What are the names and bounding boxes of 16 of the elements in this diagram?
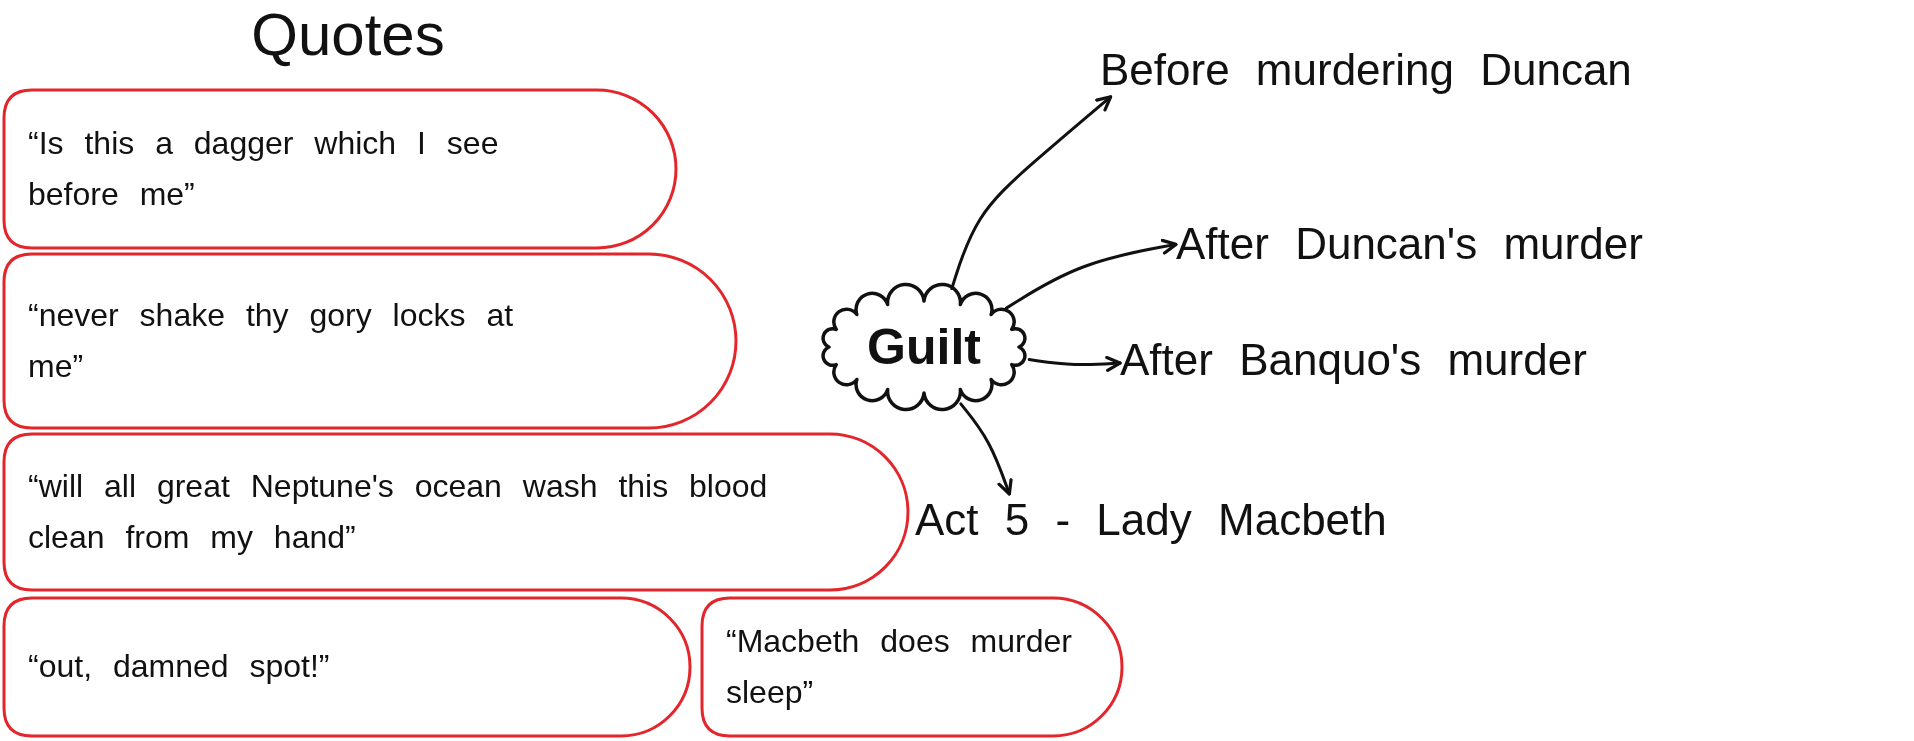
quote-text: “out, damned spot!”: [28, 647, 331, 687]
quote-text: “Macbeth does murder sleep”: [726, 621, 1073, 712]
branch-label: Act 5 - Lady Macbeth: [915, 494, 1387, 547]
quote-text: “will all great Neptune's ocean wash this blood clean from my hand”: [28, 466, 769, 557]
quote-text: “Is this a dagger which I see before me”: [28, 123, 500, 214]
quote-text: “never shake thy gory locks at me”: [28, 295, 515, 386]
quote-bubble: [700, 596, 1124, 738]
cloud-label: Guilt: [867, 318, 981, 376]
branch-label: After Duncan's murder: [1176, 218, 1643, 271]
quote-bubble: [2, 252, 738, 430]
quote-bubble: [2, 432, 910, 592]
branch-label: Before murdering Duncan: [1100, 44, 1632, 97]
heading: Quotes: [251, 0, 445, 69]
branch-label: After Banquo's murder: [1120, 334, 1587, 387]
quote-bubble: [2, 88, 678, 250]
quote-bubble: [2, 596, 692, 738]
